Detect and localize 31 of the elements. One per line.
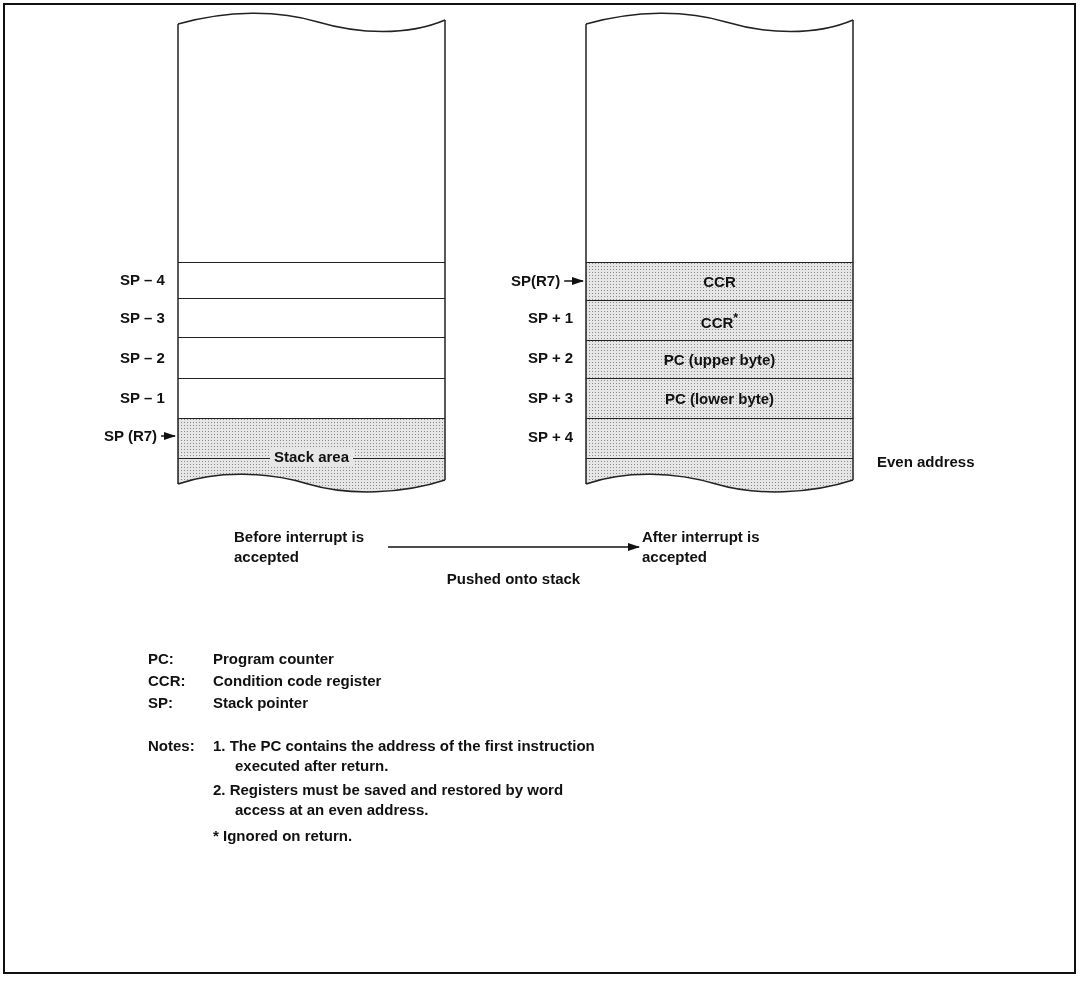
edge-label: Pushed onto stack [446,569,581,589]
definition-text: Program counter [213,649,334,669]
address-label: SP + 3 [528,388,574,408]
pointer-label: SP (R7) [104,426,158,446]
memory-cell: CCR [586,262,853,300]
state-caption: Before interrupt is accepted [234,527,384,567]
address-label: SP + 2 [528,348,574,368]
arrow [563,277,584,285]
note-text: 2. Registers must be saved and restored by word access at an even address. [213,780,565,820]
state-caption: After interrupt is accepted [642,527,792,567]
address-note: Even address [877,452,975,472]
arrow [160,432,176,440]
address-label: SP – 4 [120,270,165,290]
note-text: 1. The PC contains the address of the first instruction executed after return. [213,736,596,776]
note-text: * Ignored on return. [213,826,354,846]
pointer-label: SP(R7) [511,271,561,291]
arrow [387,543,640,551]
address-label: SP – 1 [120,388,165,408]
abbreviation-label: PC: [148,649,174,669]
address-label: SP – 3 [120,308,165,328]
memory-cell: PC (upper byte) [586,340,853,378]
definition-text: Condition code register [213,671,382,691]
address-label: SP + 4 [528,427,574,447]
memory-cell: PC (lower byte) [586,378,853,418]
abbreviation-label: CCR: [148,671,186,691]
address-label: SP + 1 [528,308,574,328]
definition-text: Stack pointer [213,693,309,713]
memory-cell: CCR$^{*}$ [586,300,853,340]
abbreviation-label: SP: [148,693,173,713]
notes-heading: Notes: [148,736,195,756]
address-label: SP – 2 [120,348,165,368]
